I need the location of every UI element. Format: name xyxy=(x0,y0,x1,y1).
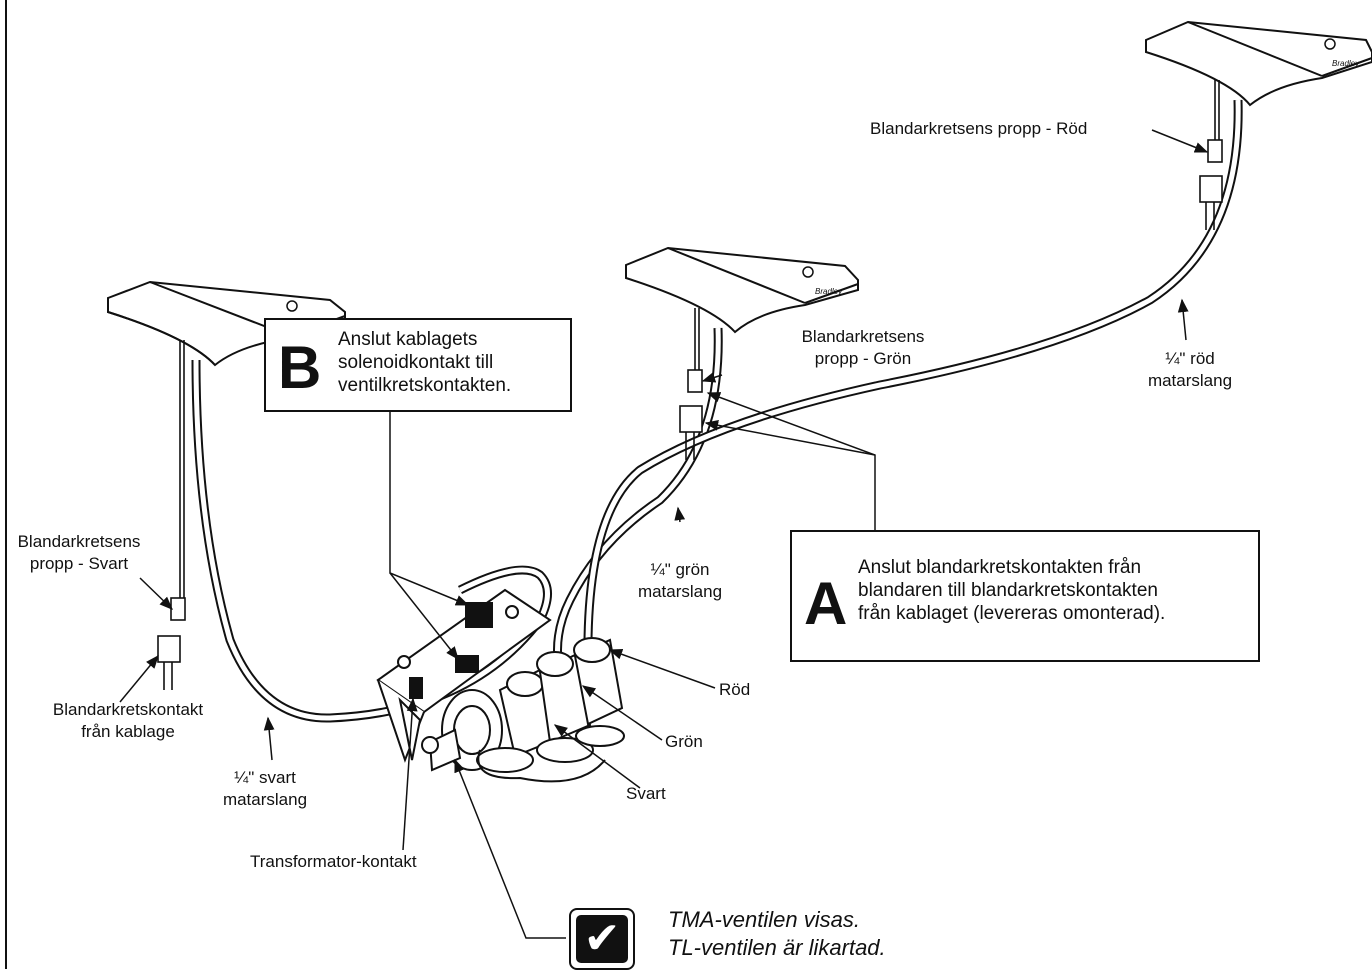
note-line: TMA-ventilen visas. xyxy=(668,907,860,932)
leader-lines xyxy=(119,129,1209,939)
mixer-rod: Bradley xyxy=(1145,20,1372,107)
mixer-logo-text: Bradley xyxy=(815,287,843,296)
label-transformator: Transformator-kontakt xyxy=(250,852,417,871)
plug-gron xyxy=(679,308,703,460)
label-gron-propp: Blandarkretsens propp - Grön xyxy=(778,326,948,370)
label-svart-slang: ¼" svart matarslang xyxy=(200,767,330,811)
note-text: TMA-ventilen visas. TL-ventilen är likar… xyxy=(668,906,886,962)
hoses xyxy=(191,99,1243,723)
label-line: Blandarkretskontakt xyxy=(52,700,204,719)
callout-line: Anslut blandarkretskontakten från xyxy=(858,557,1142,578)
label-line: från kablage xyxy=(81,722,175,741)
label-svart-propp: Blandarkretsens propp - Svart xyxy=(6,531,152,575)
mixer-gron: Bradley xyxy=(625,246,859,334)
label-valve-rod: Röd xyxy=(719,680,751,699)
callout-b-letter: B xyxy=(278,334,322,401)
callout-a-text: Anslut blandarkretskontakten från blanda… xyxy=(858,556,1165,625)
label-valve-gron: Grön xyxy=(665,732,703,751)
label-line: matarslang xyxy=(637,582,723,601)
plug-svart xyxy=(157,340,186,690)
label-rod-propp: Blandarkretsens propp - Röd xyxy=(870,119,1088,138)
label-rod-slang: ¼" röd matarslang xyxy=(1125,348,1255,392)
valve-assembly xyxy=(376,588,625,783)
callout-line: ventilkretskontakten. xyxy=(338,375,512,396)
callout-line: från kablaget (levereras omonterad). xyxy=(858,603,1166,624)
callout-b-text: Anslut kablagets solenoidkontakt till ve… xyxy=(338,328,511,397)
transformer-connector xyxy=(409,677,423,699)
checkmark-icon: ✔ xyxy=(569,908,635,970)
label-line: ¼" grön xyxy=(650,560,710,579)
callout-line: blandaren till blandarkretskontakten xyxy=(858,580,1158,601)
note-line: TL-ventilen är likartad. xyxy=(668,935,886,960)
label-valve-svart: Svart xyxy=(626,784,666,803)
label-gron-slang: ¼" grön matarslang xyxy=(615,559,745,603)
label-blandarkretskontakt: Blandarkretskontakt från kablage xyxy=(28,699,228,743)
label-line: propp - Svart xyxy=(29,554,129,573)
label-line: ¼" röd xyxy=(1165,349,1215,368)
callout-line: solenoidkontakt till xyxy=(338,352,494,373)
label-line: matarslang xyxy=(222,790,308,809)
harness-connector-top xyxy=(465,602,493,628)
plug-rod xyxy=(1199,80,1223,230)
label-line: Blandarkretsens xyxy=(801,327,925,346)
label-line: propp - Grön xyxy=(814,349,912,368)
label-line: ¼" svart xyxy=(234,768,296,787)
harness-connector-mid xyxy=(455,655,479,673)
mixer-logo-text: Bradley xyxy=(1332,59,1360,68)
label-line: matarslang xyxy=(1147,371,1233,390)
callout-b: B Anslut kablagets solenoidkontakt till … xyxy=(264,318,572,412)
callout-line: Anslut kablagets xyxy=(338,329,478,350)
callout-a: A Anslut blandarkretskontakten från blan… xyxy=(790,530,1260,662)
check-glyph: ✔ xyxy=(576,915,628,963)
label-line: Blandarkretsens xyxy=(17,532,141,551)
callout-a-letter: A xyxy=(804,570,848,637)
